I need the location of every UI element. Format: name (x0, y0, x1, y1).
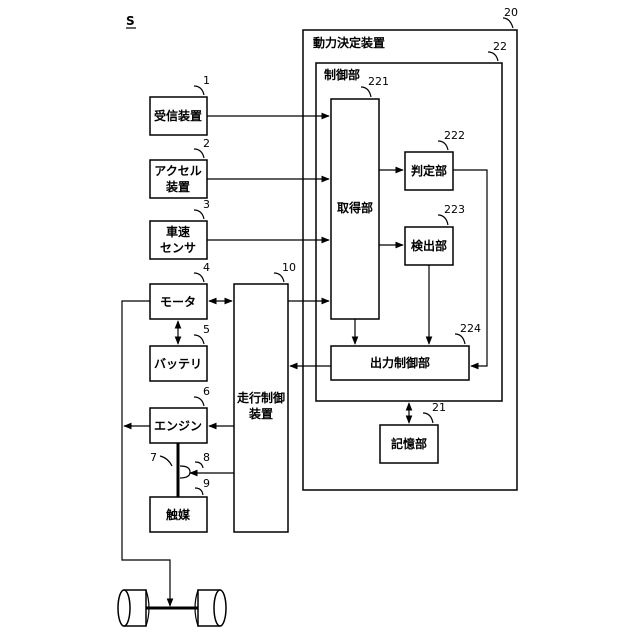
leader-4 (194, 273, 204, 282)
leader-1 (194, 86, 204, 95)
speed-sensor-label-line1: 車速 (166, 224, 190, 239)
accelerator-label-line2: 装置 (165, 179, 190, 194)
leader-7 (160, 456, 172, 466)
catalyst-label: 触媒 (166, 507, 191, 522)
detection-label: 検出部 (411, 238, 447, 253)
ref-222: 222 (444, 129, 465, 142)
receiver-device: 受信装置 1 (150, 74, 210, 135)
ref-2: 2 (203, 137, 210, 150)
travel-control-label-line2: 装置 (248, 406, 273, 421)
ref-10: 10 (282, 261, 296, 274)
ref-221: 221 (368, 75, 389, 88)
leader-20 (503, 18, 513, 28)
ref-5: 5 (203, 323, 210, 336)
speed-sensor: 車速 センサ 3 (150, 198, 210, 259)
leader-10 (274, 273, 284, 282)
leader-9 (195, 488, 203, 495)
battery-label: バッテリ (154, 357, 202, 371)
travel-control-label-line1: 走行制御 (237, 390, 285, 405)
ref-20: 20 (504, 6, 518, 19)
ref-4: 4 (203, 261, 210, 274)
right-wheel (195, 590, 226, 626)
catalyst: 触媒 9 (150, 477, 210, 532)
ref-7: 7 (150, 451, 157, 464)
wheel-assembly (118, 590, 226, 626)
ref-8: 8 (203, 451, 210, 464)
accelerator-label-line1: アクセル (154, 164, 201, 178)
leader-2 (194, 149, 204, 158)
leader-6 (194, 397, 204, 406)
sensor-8: 8 (180, 451, 210, 478)
motor: モータ 4 (150, 261, 210, 319)
motor-label: モータ (160, 295, 196, 309)
ref-223: 223 (444, 203, 465, 216)
acquisition-label: 取得部 (337, 200, 373, 215)
ref-3: 3 (203, 198, 210, 211)
leader-5 (194, 335, 204, 344)
ref-6: 6 (203, 385, 210, 398)
receiver-label: 受信装置 (154, 108, 202, 123)
accelerator-device: アクセル 装置 2 (150, 137, 210, 198)
travel-control-device: 走行制御 装置 10 (234, 261, 296, 532)
ref-224: 224 (460, 322, 481, 335)
power-determination-label: 動力決定装置 (313, 35, 385, 50)
ref-9: 9 (203, 477, 210, 490)
engine-label: エンジン (154, 419, 202, 433)
leader-8 (195, 462, 203, 468)
output-control-label: 出力制御部 (370, 355, 430, 370)
leader-3 (194, 210, 204, 219)
storage-label: 記憶部 (391, 436, 427, 451)
battery: バッテリ 5 (150, 323, 210, 381)
ref-22: 22 (493, 40, 507, 53)
speed-sensor-label-line2: センサ (160, 241, 196, 255)
figure-label: S (126, 14, 135, 28)
exhaust-pipe: 7 (150, 443, 178, 497)
judgment-label: 判定部 (411, 163, 447, 178)
ref-21: 21 (432, 401, 446, 414)
left-wheel (118, 590, 149, 626)
control-unit-label: 制御部 (324, 67, 360, 82)
engine: エンジン 6 (150, 385, 210, 443)
ref-1: 1 (203, 74, 210, 87)
